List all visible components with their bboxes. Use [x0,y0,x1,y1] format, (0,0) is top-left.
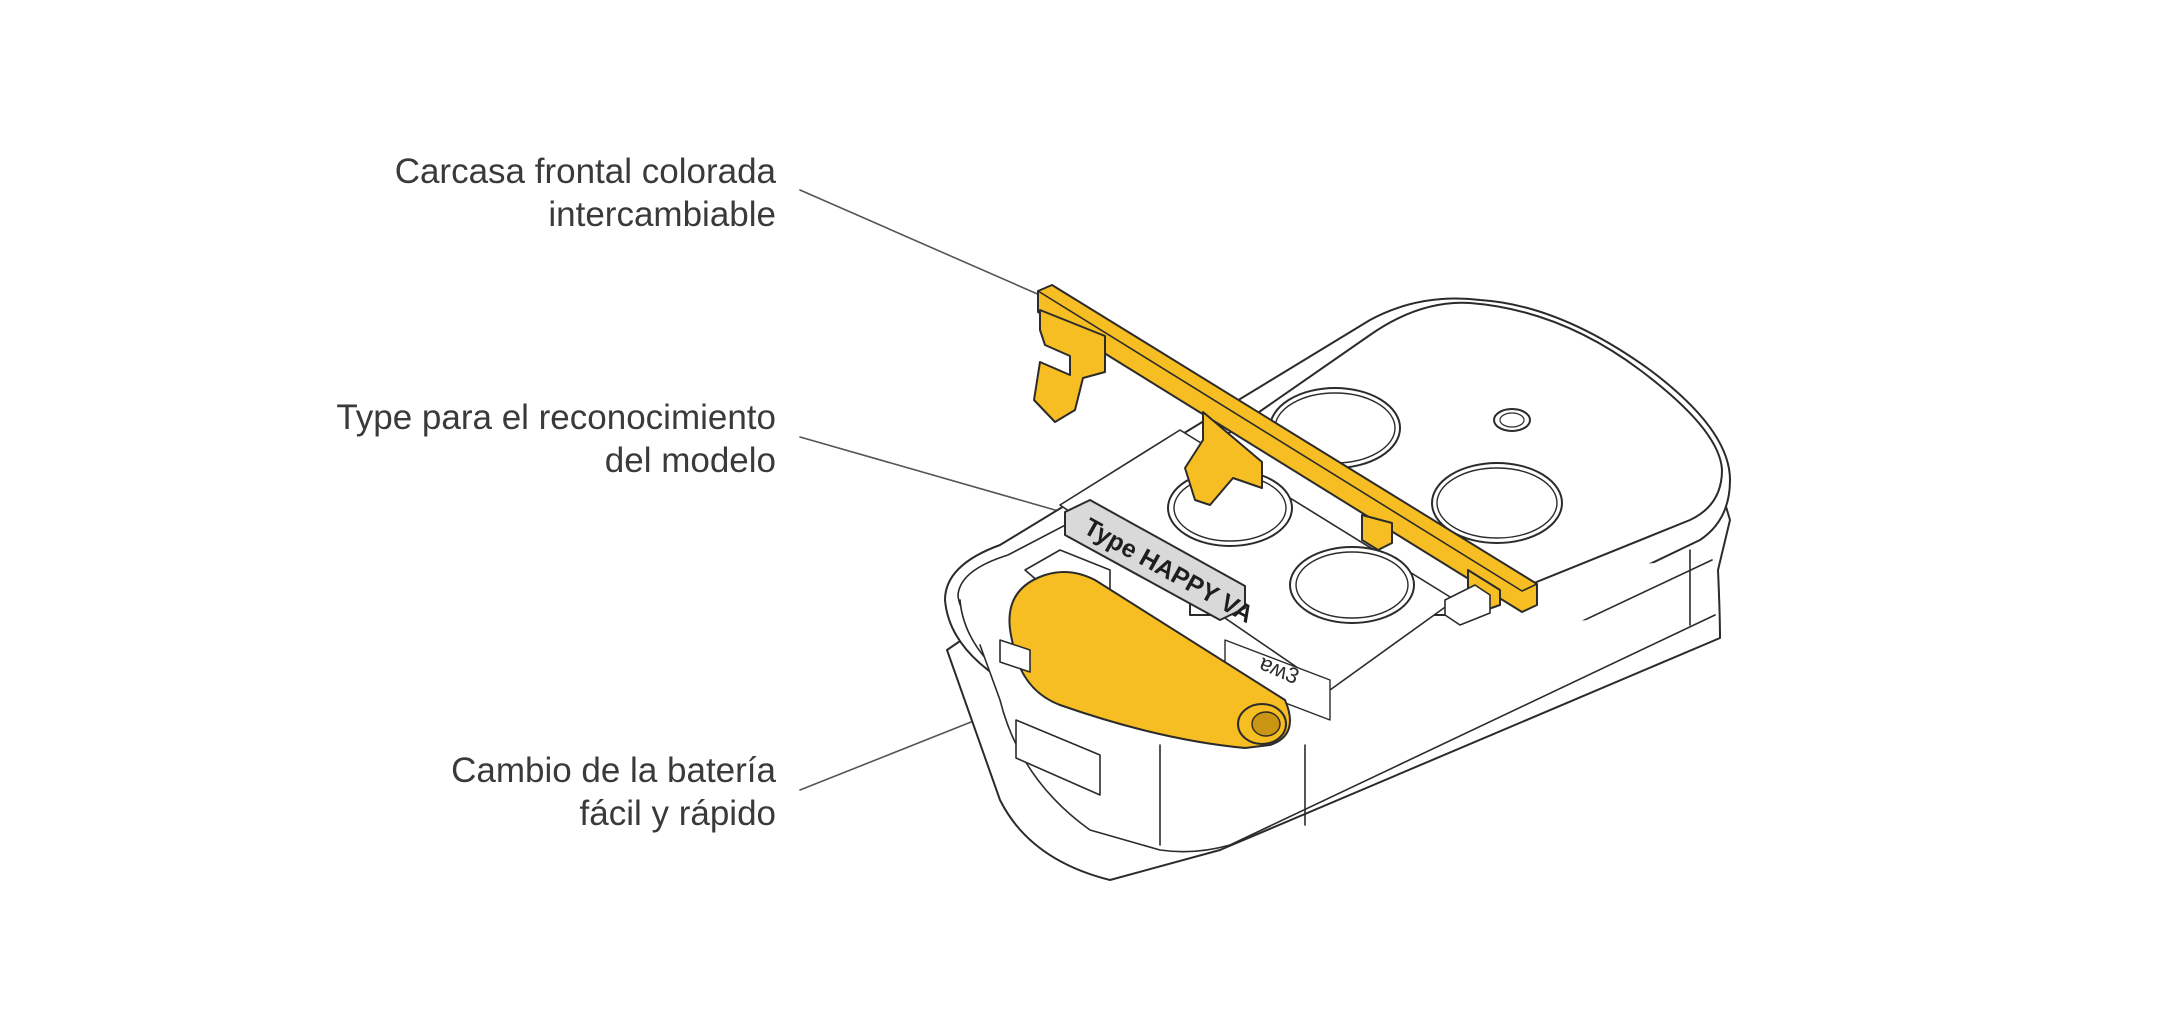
front-cover-hinge-right [1361,514,1393,551]
type-plate-body [1064,499,1246,621]
front-cover-hinge-left [1033,309,1106,423]
callout-front-cover-line2: intercambiable [548,195,776,234]
battery-end-terminal [1251,711,1281,737]
right-latch [1444,584,1491,626]
battery-body [1008,570,1291,749]
battery [1008,570,1291,749]
callout-model-type-line1: Type para el reconocimiento [336,398,776,437]
leader-line-model-type [799,436,1063,513]
front-cover-bar [1037,284,1538,613]
callout-model-type-line2: del modelo [604,441,776,480]
battery-compartment: ɐʍ3 [1024,429,1456,721]
button-inner-right-ring [1295,551,1409,619]
callout-battery: Cambio de la batería fácil y rápido [451,749,776,835]
front-cover-top-edge [1037,290,1538,592]
button-top-right-inner [1436,467,1558,539]
callout-model-type: Type para el reconocimiento del modelo [336,396,776,482]
front-cover-colored [1033,284,1538,613]
led-indicator-inner [1499,412,1525,428]
callout-battery-line1: Cambio de la batería [451,751,776,790]
callout-front-cover: Carcasa frontal colorada intercambiable [395,150,776,236]
callout-front-cover-line1: Carcasa frontal colorada [394,152,776,191]
base-slot [1015,719,1101,796]
front-cover-hinge-mid [1184,411,1263,506]
callout-battery-line2: fácil y rápido [579,794,776,833]
leader-line-front-cover [799,189,1043,297]
side-clip [999,639,1031,673]
